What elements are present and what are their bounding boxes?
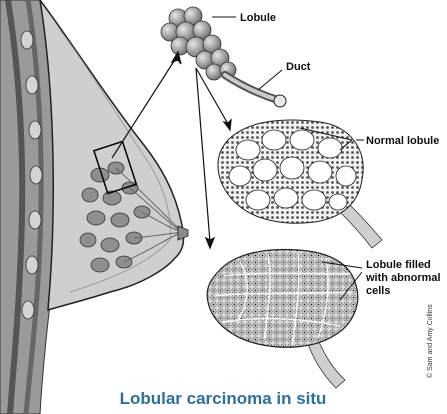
glandular-lobes xyxy=(79,161,151,273)
label-abnormal-line1: Lobule filled xyxy=(366,259,431,271)
normal-lobule-illustration xyxy=(217,119,383,249)
label-lobule: Lobule xyxy=(240,12,276,24)
normal-acini xyxy=(228,129,357,211)
duct-opening xyxy=(273,94,287,108)
label-abnormal-line2: with abnormal xyxy=(365,272,441,284)
rib-segments xyxy=(20,30,43,320)
diagram-title: Lobular carcinoma in situ xyxy=(120,389,327,408)
breast-outline xyxy=(39,0,185,312)
connector-arrows xyxy=(111,50,232,250)
label-duct: Duct xyxy=(286,61,311,73)
abnormal-acini-outlines xyxy=(213,251,355,346)
abnormal-lobule-illustration xyxy=(206,248,359,389)
nipple xyxy=(177,225,189,241)
credit-text: © Sam and Amy Collins xyxy=(426,304,434,378)
enlarged-lobule xyxy=(160,6,287,108)
label-leaders xyxy=(212,16,364,301)
highlight-box xyxy=(92,140,138,195)
label-normal-lobule: Normal lobule xyxy=(366,135,439,147)
label-abnormal-line3: cells xyxy=(366,285,390,297)
breast-cross-section xyxy=(0,0,189,414)
